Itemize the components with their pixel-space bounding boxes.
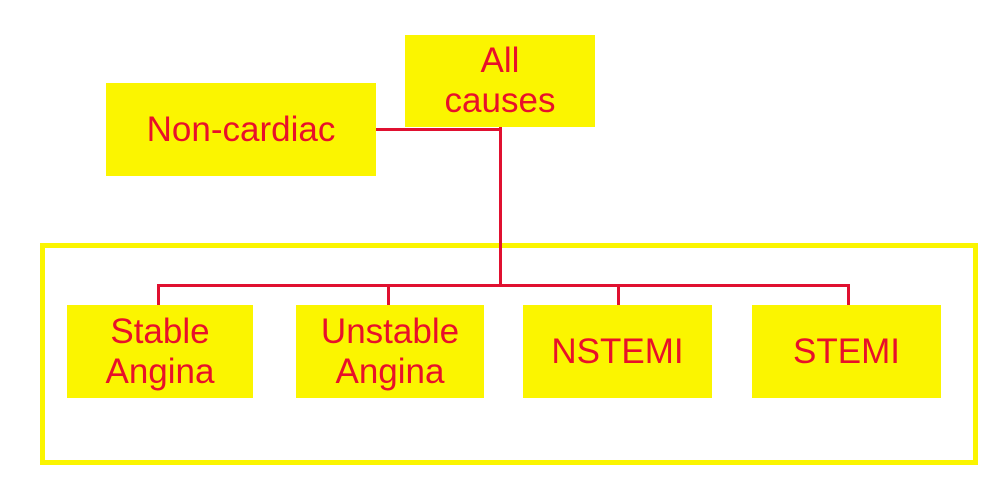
node-non-cardiac: Non-cardiac xyxy=(106,83,376,176)
node-label-line2: Angina xyxy=(335,351,445,391)
connector-cardiac-bus xyxy=(157,284,850,287)
connector-drop-4 xyxy=(847,284,850,306)
connector-drop-2 xyxy=(387,284,390,306)
connector-drop-3 xyxy=(617,284,620,306)
node-label-line2: causes xyxy=(444,81,556,120)
connector-drop-1 xyxy=(157,284,160,306)
node-label-line1: All xyxy=(480,41,520,80)
node-label-line1: Stable xyxy=(110,311,210,351)
node-stemi: STEMI xyxy=(752,305,941,398)
cardiac-causes-group-frame xyxy=(40,243,978,465)
node-label: STEMI xyxy=(793,331,900,371)
connector-noncardiac xyxy=(376,128,502,131)
node-nstemi: NSTEMI xyxy=(523,305,712,398)
node-label-line2: Angina xyxy=(105,351,215,391)
node-label: NSTEMI xyxy=(551,331,684,371)
node-label-line1: Unstable xyxy=(320,311,460,351)
node-label: Non-cardiac xyxy=(146,109,336,149)
connector-root-trunk xyxy=(499,127,502,287)
